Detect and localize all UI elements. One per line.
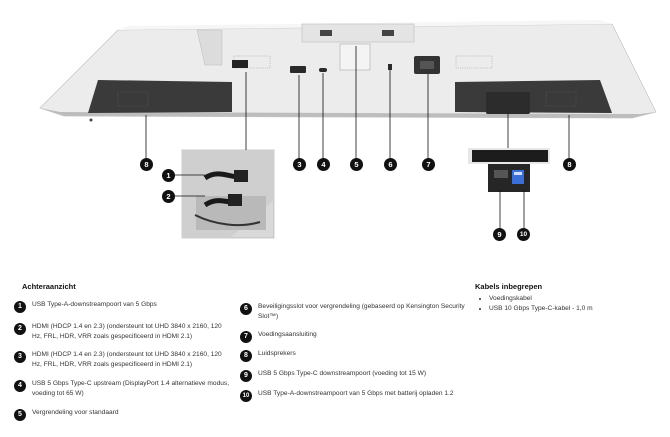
- callout-5: 5: [350, 158, 363, 171]
- cables-list: Voedingskabel USB 10 Gbps Type-C-kabel -…: [477, 294, 593, 314]
- usb-hub-module: [486, 92, 530, 114]
- legend-text: HDMI (HDCP 1.4 en 2.3) (ondersteunt tot …: [32, 323, 222, 340]
- legend-item-6: 6 Beveiligingsslot voor vergrendeling (g…: [240, 302, 470, 321]
- legend-item-2: 2 HDMI (HDCP 1.4 en 2.3) (ondersteunt to…: [14, 322, 230, 341]
- callout-3: 3: [293, 158, 306, 171]
- usb-c-port: [319, 68, 327, 72]
- legend-text: USB 5 Gbps Type-C upstream (DisplayPort …: [32, 380, 230, 397]
- callout-2: 2: [162, 190, 175, 203]
- callout-8-left: 8: [140, 158, 153, 171]
- callout-9: 9: [493, 228, 506, 241]
- legend-text: USB Type-A-downstreampoort van 5 Gbps: [32, 301, 157, 308]
- callout-8-right: 8: [563, 158, 576, 171]
- legend-badge: 7: [240, 331, 252, 343]
- legend-item-9: 9 USB 5 Gbps Type-C downstreampoort (voe…: [240, 369, 470, 382]
- legend-badge: 2: [14, 323, 26, 335]
- legend-item-7: 7 Voedingsaansluiting: [240, 330, 470, 343]
- legend-badge: 3: [14, 351, 26, 363]
- legend-item-10: 10 USB Type-A-downstreampoort van 5 Gbps…: [240, 389, 470, 402]
- legend-item-4: 4 USB 5 Gbps Type-C upstream (DisplayPor…: [14, 379, 230, 398]
- callout-6: 6: [384, 158, 397, 171]
- cable-item: Voedingskabel: [489, 294, 593, 304]
- usb-a-port-recess: [232, 60, 248, 68]
- legend-text: USB 5 Gbps Type-C downstreampoort (voedi…: [258, 370, 427, 377]
- vent-right: [455, 55, 493, 69]
- left-dark-panel: [88, 80, 232, 113]
- legend-item-1: 1 USB Type-A-downstreampoort van 5 Gbps: [14, 300, 224, 313]
- legend-item-8: 8 Luidsprekers: [240, 349, 470, 362]
- hdmi-port: [290, 66, 306, 73]
- legend-item-5: 5 Vergrendeling voor standaard: [14, 408, 230, 421]
- legend-badge: 4: [14, 380, 26, 392]
- callout-10: 10: [517, 228, 530, 241]
- legend-text: Vergrendeling voor standaard: [32, 409, 119, 416]
- legend-text: Luidsprekers: [258, 350, 296, 357]
- io-cover: [196, 29, 223, 66]
- monitor-bottom-edge: [40, 108, 656, 118]
- legend-text: Beveiligingsslot voor vergrendeling (geb…: [258, 303, 465, 320]
- callout-4: 4: [317, 158, 330, 171]
- callout-7: 7: [422, 158, 435, 171]
- stand-mount-plate: [301, 23, 415, 43]
- monitor-rear-diagram: [39, 23, 657, 239]
- legend-badge: 10: [240, 390, 252, 402]
- legend-text: USB Type-A-downstreampoort van 5 Gbps me…: [258, 390, 454, 397]
- legend-text: HDMI (HDCP 1.4 en 2.3) (ondersteunt tot …: [32, 351, 222, 368]
- cables-title: Kabels inbegrepen: [475, 282, 543, 291]
- cable-item: USB 10 Gbps Type-C-kabel - 1,0 m: [489, 304, 593, 314]
- security-slot: [388, 64, 392, 70]
- legend-badge: 1: [14, 301, 26, 313]
- legend-badge: 5: [14, 409, 26, 421]
- legend-badge: 8: [240, 350, 252, 362]
- legend-badge: 9: [240, 370, 252, 382]
- section-title: Achteraanzicht: [22, 282, 76, 291]
- right-dark-panel: [455, 80, 612, 113]
- callout-1: 1: [162, 169, 175, 182]
- legend-item-3: 3 HDMI (HDCP 1.4 en 2.3) (ondersteunt to…: [14, 350, 230, 369]
- legend-text: Voedingsaansluiting: [258, 331, 317, 338]
- legend-badge: 6: [240, 303, 252, 315]
